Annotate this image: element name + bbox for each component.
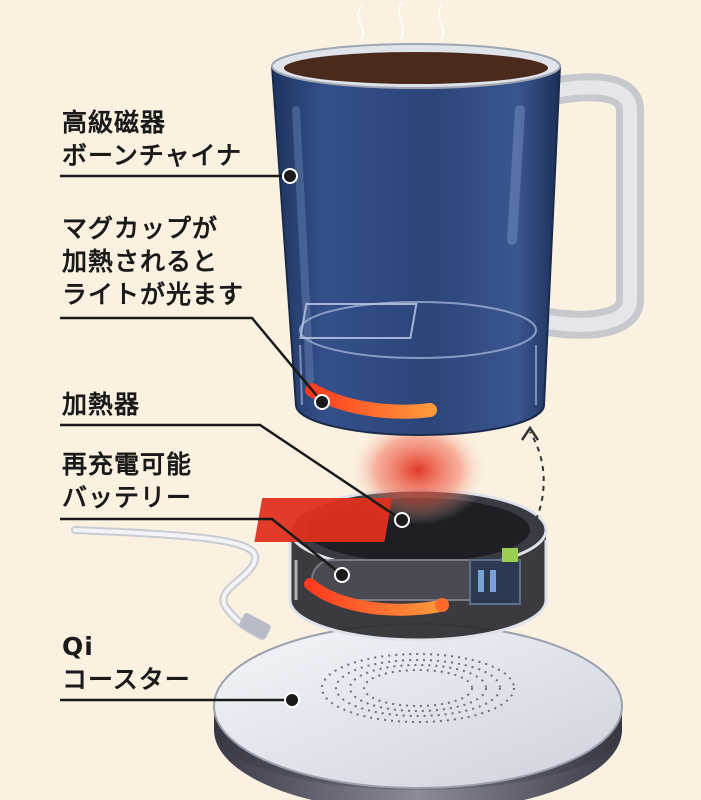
label-porcelain-line-1: 高級磁器 [62,108,167,137]
label-battery-line-2: バッテリー [62,483,193,512]
label-battery-line-1: 再充電可能 [62,450,193,479]
dot-coaster [284,692,300,708]
label-porcelain: 高級磁器 ボーンチャイナ [62,106,242,172]
leader-battery [60,517,343,576]
assembly-arrow [520,425,545,521]
steam [357,1,445,43]
label-light: マグカップが 加熱されると ライトが光ます [62,212,244,311]
qi-coaster [213,623,623,800]
label-coaster-line-1: Qi [62,632,94,661]
leader-lines [60,174,403,702]
label-light-line-2: 加熱されると [62,247,219,276]
label-light-line-1: マグカップが [62,214,219,243]
label-light-line-3: ライトが光ます [62,280,245,309]
mug-handle [545,73,644,339]
label-battery: 再充電可能 バッテリー [62,448,192,514]
dot-porcelain [282,168,298,184]
leader-light [60,316,323,403]
mug-body [270,43,562,436]
dot-battery [334,567,350,583]
battery-unit [254,415,548,642]
label-porcelain-line-2: ボーンチャイナ [62,141,243,170]
leader-dots [282,168,410,708]
dot-light [314,394,330,410]
dot-heater [394,512,410,528]
coaster-cable [71,526,271,640]
label-heater: 加熱器 [62,388,140,421]
label-heater-line-1: 加熱器 [62,390,141,419]
leader-heater [60,423,403,522]
label-coaster: Qi コースター [62,630,191,696]
label-coaster-line-2: コースター [62,665,191,694]
